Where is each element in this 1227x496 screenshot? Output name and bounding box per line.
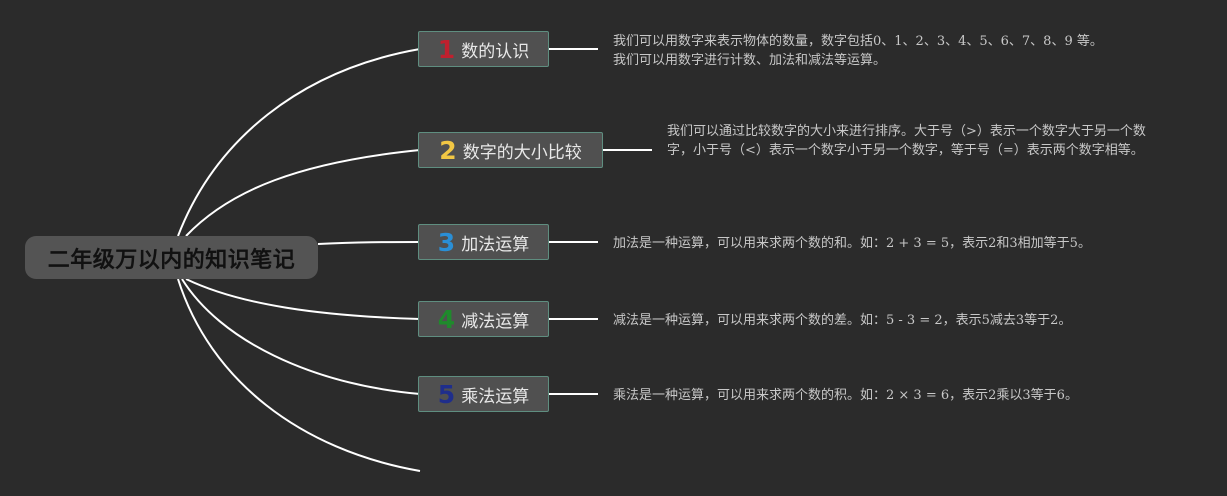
topic-5-label: 乘法运算	[461, 386, 530, 407]
connector-topic-6	[177, 278, 421, 472]
connector-topic-4	[185, 278, 421, 320]
note-topic-3: 加法是一种运算，可以用来求两个数的和。如：2 + 3 = 5，表示2和3相加等于…	[613, 236, 1091, 251]
topic-2[interactable]: 2 数字的大小比较	[418, 132, 603, 168]
topic-3-label: 加法运算	[461, 234, 530, 255]
connector-topic-5	[181, 278, 421, 395]
root-topic[interactable]: 二年级万以内的知识笔记	[25, 236, 318, 279]
topic-1-label: 数的认识	[461, 41, 530, 62]
note-topic-2: 我们可以通过比较数字的大小来进行排序。大于号（>）表示一个数字大于另一个数字，小…	[667, 124, 1146, 158]
topic-4-label: 减法运算	[461, 311, 530, 332]
connector-topic-3	[317, 241, 421, 245]
number-badge-5: 5	[437, 379, 456, 409]
note-topic-1: 我们可以用数字来表示物体的数量，数字包括0、1、2、3、4、5、6、7、8、9 …	[613, 34, 1103, 68]
connector-topic-1	[177, 48, 421, 237]
number-badge-3: 3	[437, 227, 456, 257]
topic-5[interactable]: 5 乘法运算	[418, 376, 549, 412]
number-badge-4: 4	[437, 304, 456, 334]
topic-3[interactable]: 3 加法运算	[418, 224, 549, 260]
note-topic-4: 减法是一种运算，可以用来求两个数的差。如：5 - 3 = 2，表示5减去3等于2…	[613, 313, 1072, 328]
connector-topic-2	[185, 149, 421, 237]
topic-1[interactable]: 1 数的认识	[418, 31, 549, 67]
note-topic-5: 乘法是一种运算，可以用来求两个数的积。如：2 × 3 = 6，表示2乘以3等于6…	[613, 388, 1078, 403]
number-badge-2: 2	[439, 135, 457, 165]
number-badge-1: 1	[437, 34, 456, 64]
topic-4[interactable]: 4 减法运算	[418, 301, 549, 337]
topic-2-label: 数字的大小比较	[462, 142, 582, 163]
